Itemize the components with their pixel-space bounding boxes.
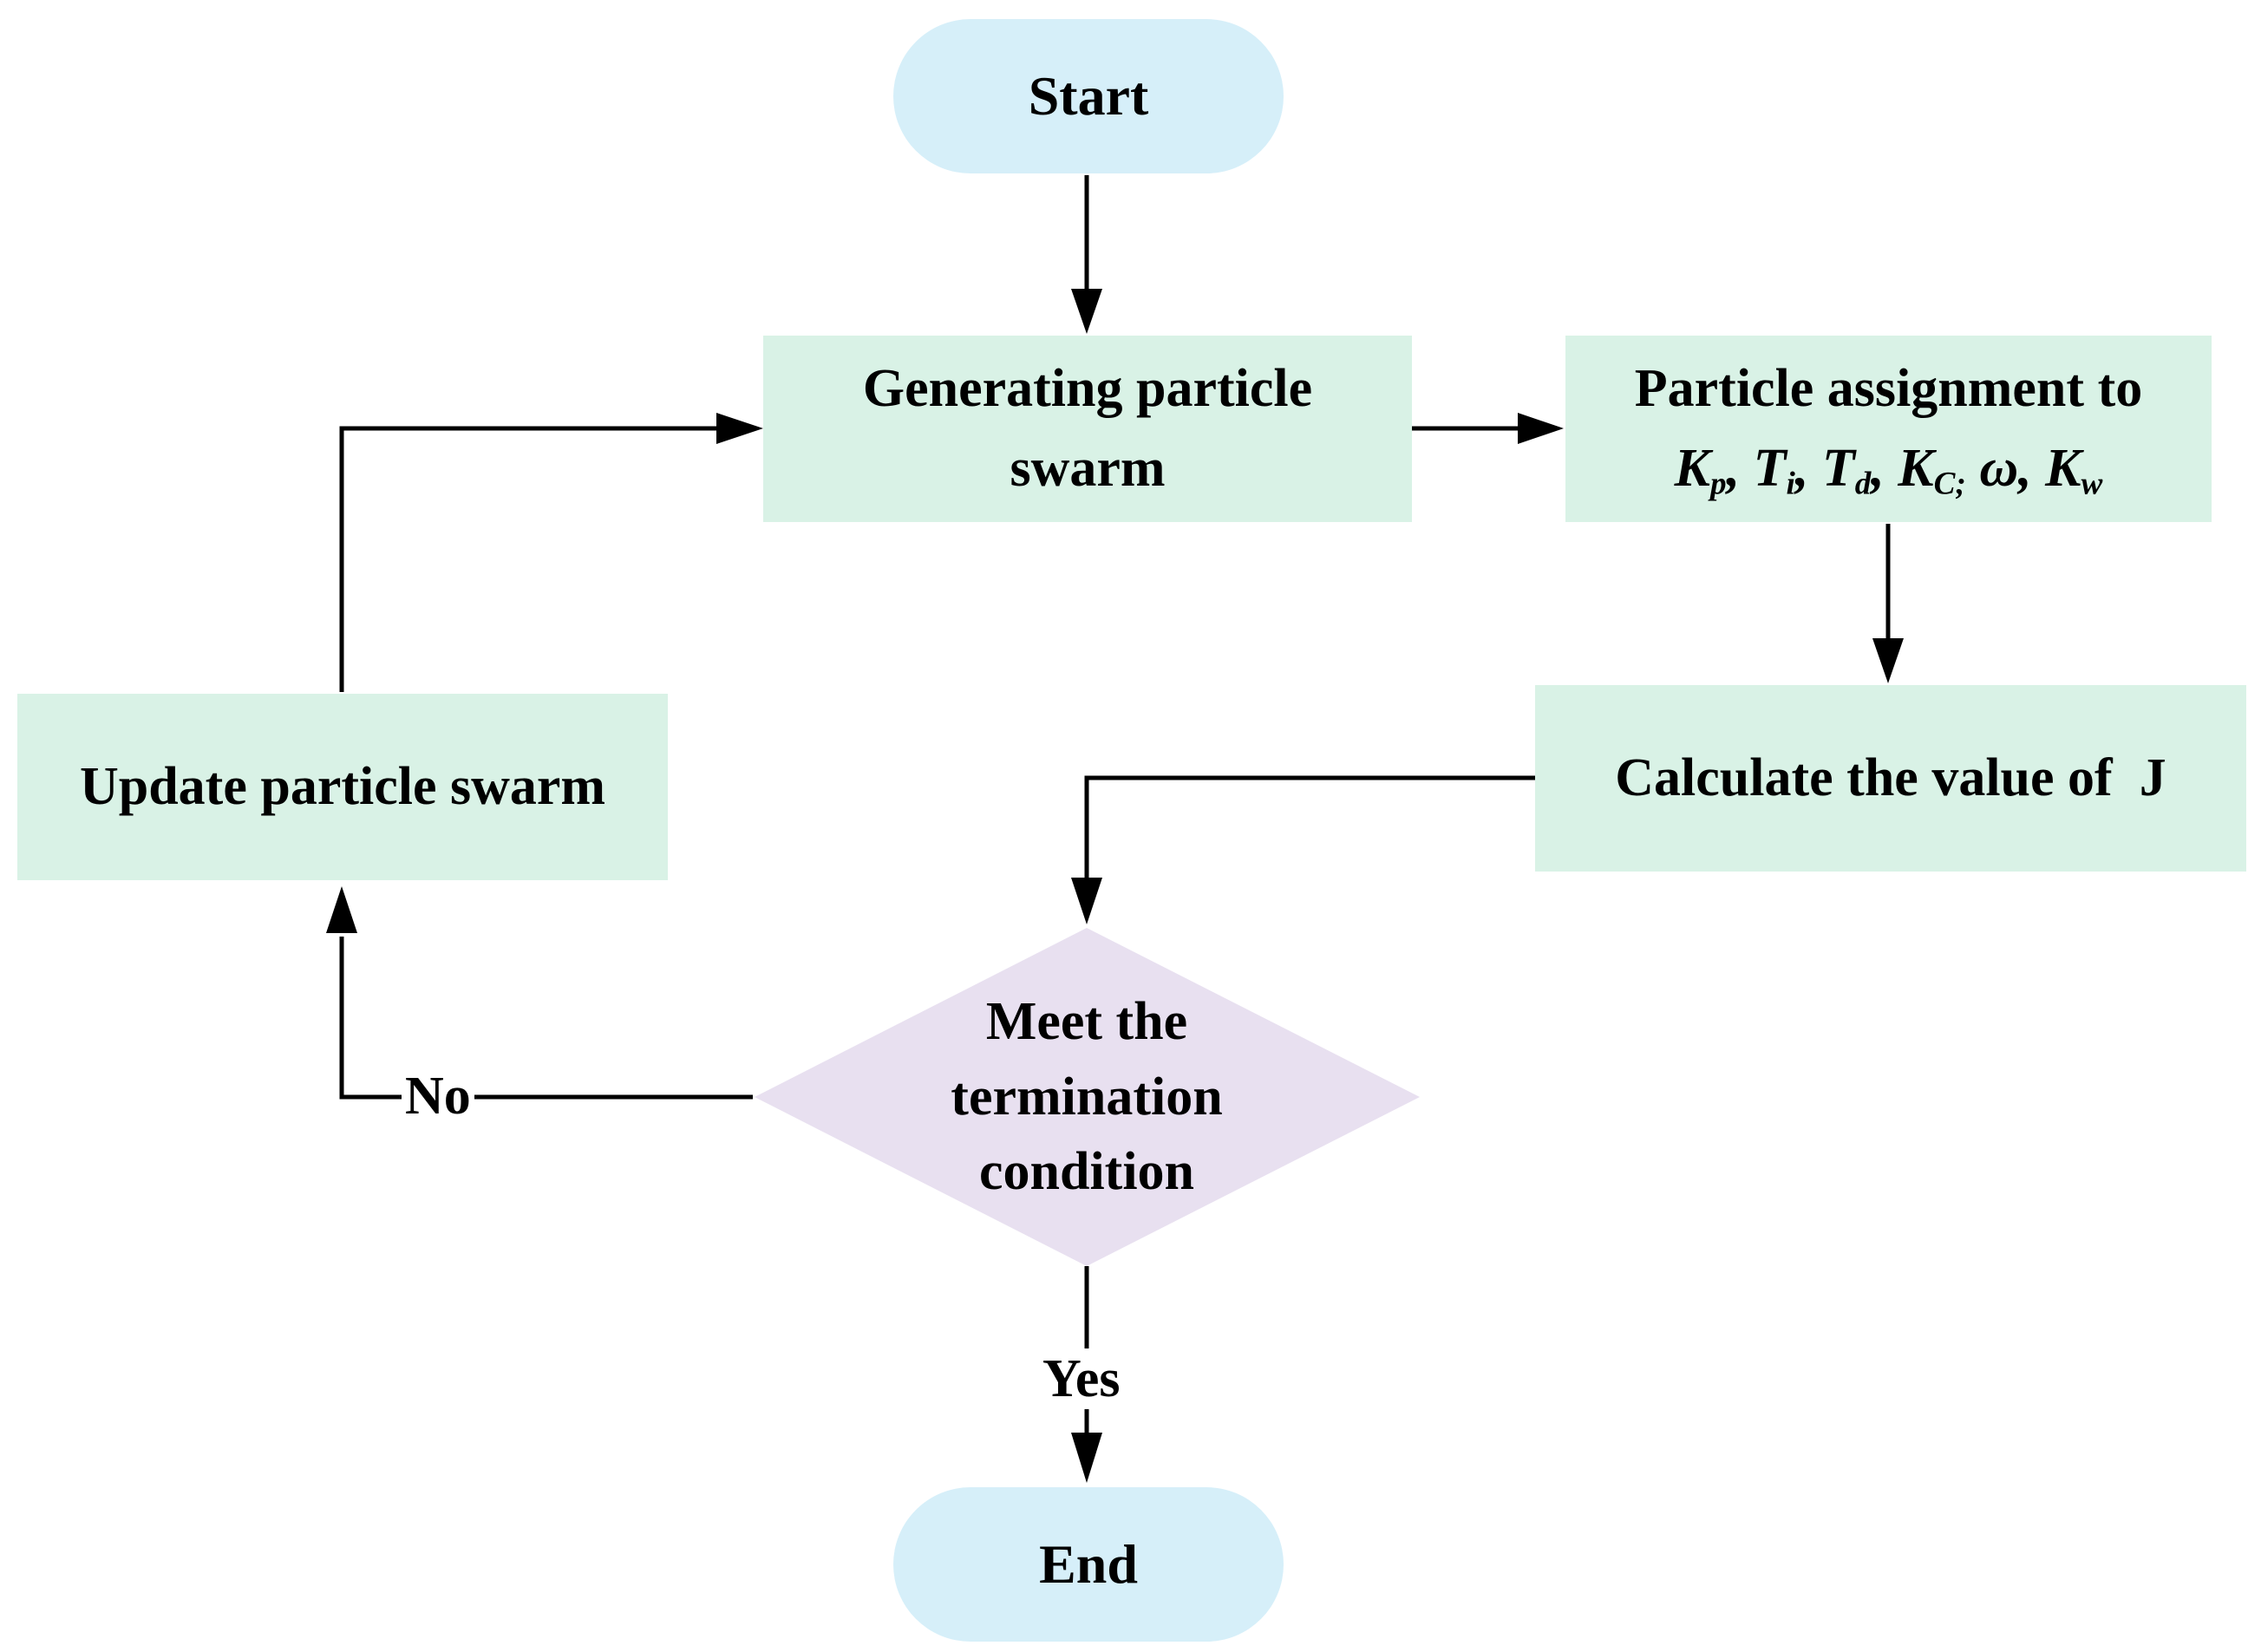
arrowhead-assign-to-calculate [1872, 638, 1904, 683]
parameter-5: Kw [2045, 438, 2103, 501]
parameter-4: ω, [1979, 438, 2046, 498]
generate-swarm-node: Generating particle swarm [763, 336, 1412, 522]
yes-edge-label: Yes [1039, 1348, 1124, 1409]
decision-label-line2: termination [951, 1067, 1223, 1126]
parameter-3: KC; [1898, 438, 1966, 501]
decision-label: Meet the termination condition [833, 971, 1341, 1223]
calculate-j-node: Calculate the value of J [1535, 685, 2246, 872]
arrowhead-decision-to-end [1071, 1433, 1102, 1483]
arrow-decision-to-update [339, 937, 753, 1100]
arrowhead-calculate-to-decision [1071, 878, 1102, 924]
arrowhead-start-to-generate [1071, 289, 1102, 334]
decision-diamond [755, 928, 1420, 1266]
start-node: Start [893, 19, 1284, 173]
arrowhead-generate-to-assign [1518, 413, 1564, 444]
generate-swarm-label-line1: Generating particle [862, 358, 1313, 418]
start-label: Start [1028, 64, 1149, 127]
arrowhead-decision-to-update [326, 886, 357, 933]
particle-assignment-label-line1: Particle assignment to [1634, 358, 2143, 418]
end-node: End [893, 1487, 1284, 1642]
decision-label-line3: condition [978, 1142, 1195, 1202]
decision-label-line1: Meet the [985, 991, 1188, 1051]
no-edge-label: No [402, 1069, 474, 1123]
arrow-update-to-generate [339, 426, 720, 692]
end-label: End [1039, 1532, 1138, 1595]
particle-assignment-parameters: Kp, Ti, Td, KC; ω, Kw [1675, 429, 2103, 509]
generate-swarm-label-line2: swarm [1010, 438, 1166, 498]
parameter-0: Kp, [1674, 438, 1754, 501]
parameter-1: Ti, [1753, 438, 1822, 501]
arrow-calculate-to-decision [1084, 775, 1535, 878]
particle-assignment-node: Particle assignment to Kp, Ti, Td, KC; ω… [1565, 336, 2212, 522]
update-swarm-node: Update particle swarm [17, 694, 668, 880]
calculate-j-label: Calculate the value of J [1615, 748, 2166, 807]
update-swarm-label: Update particle swarm [79, 756, 606, 816]
arrowhead-update-to-generate [716, 413, 763, 444]
parameter-2: Td, [1821, 438, 1898, 501]
